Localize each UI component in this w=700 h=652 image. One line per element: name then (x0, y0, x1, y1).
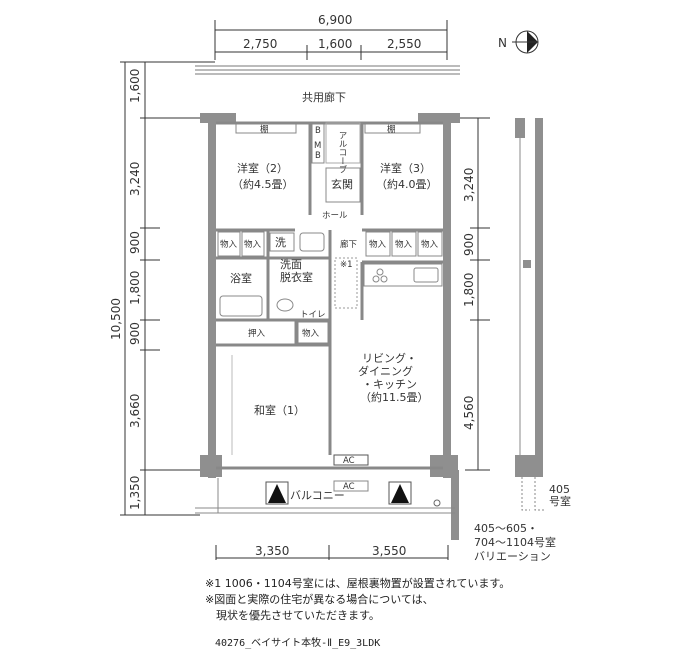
dim-right-3: 1,800 (462, 273, 476, 307)
shelf-label-1: 棚 (260, 124, 269, 135)
storage-2: 物入 (244, 239, 262, 250)
variation-line-2: 704～1104号室 (474, 536, 556, 549)
storage-3: 物入 (369, 239, 387, 250)
dim-right-4: 4,560 (462, 396, 476, 430)
dim-left-7: 1,350 (128, 476, 142, 510)
alcove-label: アルコーブ (337, 131, 347, 174)
shelf-western2 (235, 122, 297, 134)
mb-b2: B (315, 151, 321, 161)
sink (299, 232, 325, 252)
japanese-room-name: 和室（1） (254, 403, 305, 417)
ldk-size: （約11.5畳） (360, 390, 429, 404)
shelf-western3 (364, 122, 421, 134)
washroom-label-1: 洗面 (280, 258, 302, 271)
variation-line-1: 405～605・ (474, 522, 538, 535)
right-dimensions (460, 117, 490, 471)
ldk-line-3: ・キッチン (362, 378, 417, 391)
note-mark: ※1 (340, 260, 353, 270)
mb-b: B (315, 126, 321, 136)
meter-box (311, 122, 325, 164)
storage-6: 物入 (302, 328, 320, 339)
bathtub (219, 295, 263, 317)
mb-m: M (314, 141, 321, 151)
ac-outdoor-label: AC (343, 482, 355, 492)
dim-top-3: 2,550 (387, 37, 421, 51)
dim-top-1: 2,750 (243, 37, 277, 51)
storage-1: 物入 (220, 239, 238, 250)
top-dimensions (214, 20, 448, 60)
bath-label: 浴室 (230, 271, 252, 285)
common-corridor (195, 65, 460, 75)
dim-right-2: 900 (462, 233, 476, 256)
ac-outdoor (333, 480, 369, 492)
bottom-dimensions (215, 545, 449, 560)
washroom-label-2: 脱衣室 (280, 270, 313, 284)
storage-5: 物入 (421, 239, 439, 250)
toilet-label: トイレ (300, 310, 326, 320)
dim-left-5: 900 (128, 322, 142, 345)
entrance (325, 167, 361, 203)
western3-name: 洋室（3） (380, 161, 431, 175)
dim-left-2: 3,240 (128, 162, 142, 196)
compass-label: N (498, 36, 507, 50)
walls (200, 113, 460, 540)
dim-left-3: 900 (128, 231, 142, 254)
note-2: ※図面と実際の住宅が異なる場合については、 (205, 593, 434, 606)
alcove (325, 122, 361, 164)
ldk-line-1: リビング・ (362, 351, 417, 365)
variation-room-label: 405号室 (549, 483, 571, 508)
variation-line-3: バリエーション (474, 550, 551, 563)
dim-left-total: 10,500 (109, 298, 123, 340)
ac-indoor-label: AC (343, 456, 355, 466)
entrance-label: 玄関 (331, 177, 353, 191)
dim-right-1: 3,240 (462, 168, 476, 202)
note-3: 現状を優先させていただきます。 (205, 609, 380, 622)
western2-name: 洋室（2） (237, 161, 288, 175)
washer-label: 洗 (275, 236, 286, 249)
north-compass-icon (512, 30, 539, 54)
ac-indoor (333, 454, 369, 466)
variation-plan (515, 118, 545, 511)
ldk-line-2: ダイニング (358, 364, 413, 378)
dim-top-2: 1,600 (318, 37, 352, 51)
shelf-label-2: 棚 (387, 124, 396, 135)
evacuation-hatch-icon (265, 481, 412, 505)
corridor-label: 共用廊下 (302, 90, 346, 104)
balcony-area (195, 478, 455, 514)
hall-label: ホール (322, 211, 348, 221)
note-1: ※1 1006・1104号室には、屋根裏物置が設置されています。 (205, 577, 511, 590)
storage-4: 物入 (395, 239, 413, 250)
closet-label: 押入 (248, 328, 266, 339)
western2-size: （約4.5畳） (232, 177, 294, 191)
hallway-label: 廊下 (340, 239, 358, 250)
kitchen-counter (363, 263, 443, 287)
variation-caption: 405～605・ 704～1104号室 バリエーション (474, 522, 556, 564)
dim-left-6: 3,660 (128, 394, 142, 428)
dim-bottom-1: 3,350 (255, 544, 289, 558)
balcony-label: バルコニー (290, 489, 345, 502)
storage-closets (217, 231, 443, 344)
washer-space (269, 232, 295, 252)
plan-code: 40276_ベイサイト本牧-Ⅱ_E9_3LDK (215, 638, 381, 649)
dim-left-1: 1,600 (128, 69, 142, 103)
dim-left-4: 1,800 (128, 271, 142, 305)
dim-top-total: 6,900 (318, 13, 352, 27)
left-dimensions (120, 61, 215, 516)
dim-bottom-2: 3,550 (372, 544, 406, 558)
western3-size: （約4.0畳） (376, 177, 438, 191)
drain-icon (433, 499, 441, 507)
toilet-icon (276, 298, 294, 312)
